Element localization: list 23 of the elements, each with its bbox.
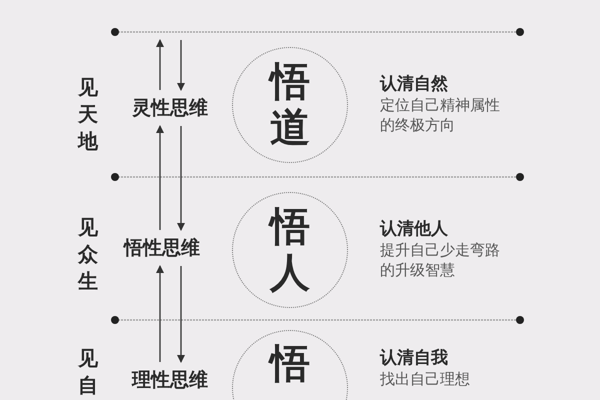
side-label: 见天地	[78, 74, 98, 155]
arrow	[177, 266, 185, 363]
circle-node	[232, 192, 348, 308]
heading-text: 认清自然	[380, 73, 448, 95]
description-text: 提升自己少走弯路的升级智慧	[380, 241, 501, 280]
description-text: 定位自己精神属性的终极方向	[380, 96, 501, 135]
heading-text: 认清他人	[380, 218, 448, 240]
description-text: 找出自己理想	[380, 370, 471, 390]
arrow	[156, 125, 164, 230]
arrow	[177, 126, 185, 231]
arrow	[177, 40, 185, 91]
level-label: 悟性思维	[124, 233, 200, 263]
heading-text: 认清自我	[380, 347, 448, 369]
arrow	[156, 39, 164, 90]
level-label: 理性思维	[132, 365, 208, 395]
circle-title: 悟	[270, 341, 310, 387]
circle-title: 悟人	[270, 204, 310, 296]
arrow	[156, 265, 164, 362]
circle-node	[232, 47, 348, 163]
circle-title: 悟道	[270, 59, 310, 151]
side-label: 见众生	[78, 214, 98, 295]
level-label: 灵性思维	[132, 93, 208, 123]
side-label: 见自	[78, 345, 98, 399]
